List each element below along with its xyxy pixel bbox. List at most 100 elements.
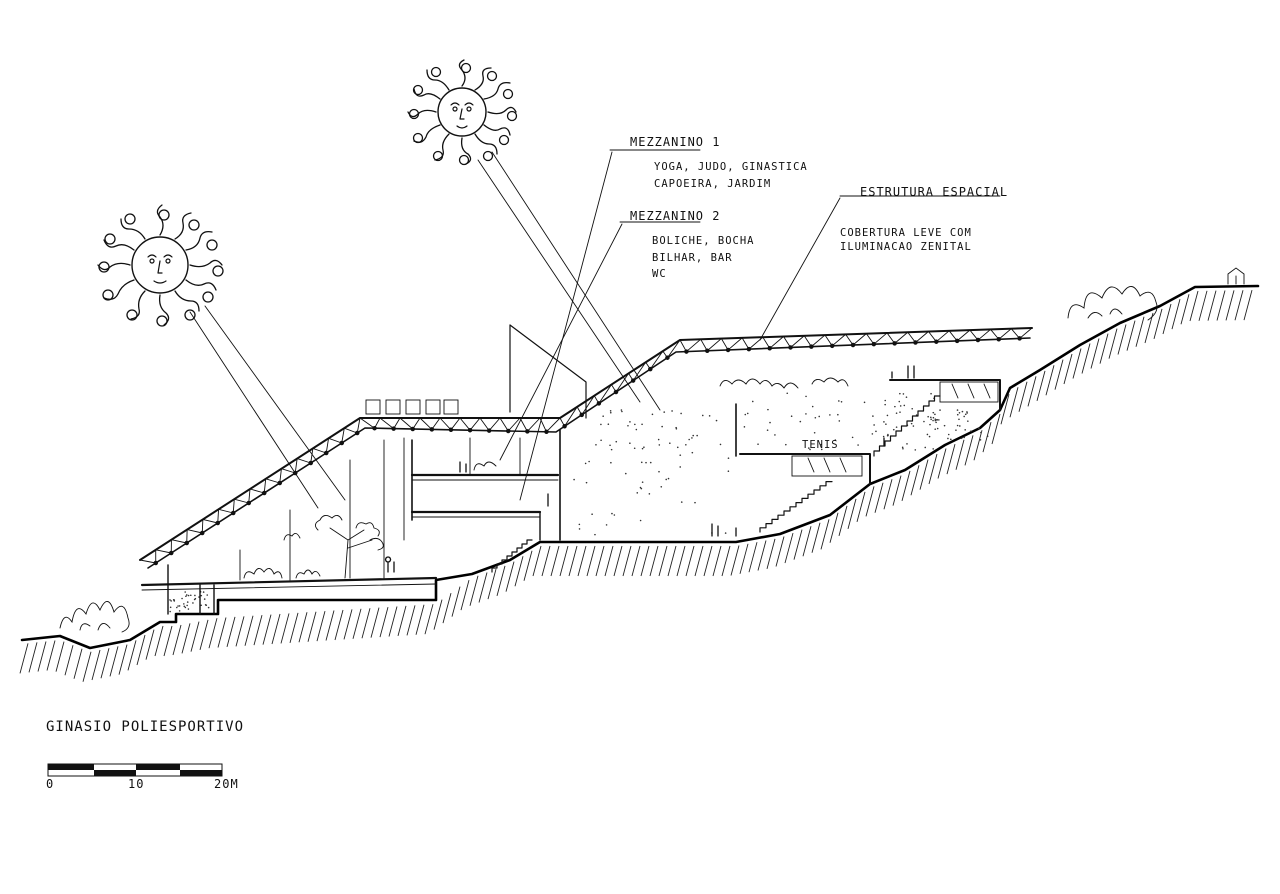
truss-member: [341, 427, 345, 444]
space-frame-roof: [139, 327, 1033, 569]
concrete-speck: [200, 604, 203, 607]
ground-hatch-stroke: [613, 545, 623, 577]
ground-hatch-stroke: [172, 624, 182, 656]
concrete-speck: [610, 448, 613, 451]
ground-hatch-stroke: [73, 648, 83, 679]
truss-member: [852, 333, 867, 346]
concrete-speck: [591, 513, 593, 515]
ground-hatch-stroke: [874, 482, 884, 513]
concrete-speck: [820, 443, 822, 446]
concrete-speck: [851, 436, 854, 439]
ground-hatch-stroke: [1054, 359, 1064, 390]
ground-hatch-stroke: [559, 545, 569, 577]
ground-hatch-stroke: [253, 615, 263, 646]
concrete-speck: [641, 447, 644, 450]
concrete-speck: [958, 425, 961, 427]
ground-hatch-stroke: [595, 545, 605, 577]
concrete-speck: [685, 443, 687, 446]
concrete-speck: [206, 594, 209, 596]
ground-hatch-stroke: [811, 522, 821, 553]
truss-node: [913, 340, 918, 345]
ground-hatch-stroke: [1090, 338, 1100, 369]
concrete-speck: [609, 411, 612, 414]
truss-member: [232, 498, 235, 514]
scale-tick-0: 0: [46, 777, 54, 791]
truss-member: [598, 384, 612, 404]
concrete-speck: [185, 595, 187, 598]
concrete-speck: [692, 434, 695, 437]
truss-node: [850, 342, 856, 348]
sun-icon-left: [97, 204, 224, 327]
truss-member: [488, 417, 501, 432]
concrete-speck: [947, 433, 950, 436]
concrete-speck: [609, 444, 611, 447]
concrete-speck: [701, 414, 704, 417]
concrete-speck: [691, 451, 694, 454]
truss-node: [410, 426, 416, 432]
truss-node: [215, 520, 220, 526]
shrub-right: [1067, 286, 1158, 321]
concrete-speck: [932, 448, 935, 450]
truss-member: [894, 331, 909, 344]
scale-tick-10: 10: [128, 777, 144, 791]
concrete-speck: [624, 472, 627, 475]
concrete-speck: [934, 419, 937, 422]
concrete-speck: [660, 485, 663, 488]
concrete-speck: [902, 393, 905, 395]
concrete-speck: [934, 428, 937, 430]
concrete-speck: [176, 606, 178, 609]
ground-hatch-stroke: [964, 435, 974, 466]
ground-hatch-stroke: [676, 545, 686, 577]
truss-node: [613, 389, 619, 395]
ground-hatch-stroke: [37, 641, 47, 672]
concrete-speck: [950, 438, 952, 441]
truss-node: [467, 427, 473, 433]
house-icon: [1227, 267, 1245, 285]
truss-member: [312, 447, 327, 454]
truss-member: [186, 529, 203, 534]
concrete-speck: [960, 437, 963, 440]
interior-shrubs: [243, 377, 849, 579]
concrete-speck: [715, 419, 718, 422]
ground-hatch-stroke: [1225, 290, 1235, 321]
concrete-speck: [679, 466, 682, 468]
mezzanine-floors: [410, 437, 560, 541]
ground-hatch-stroke: [154, 625, 164, 657]
ground-hatch-stroke: [478, 572, 488, 603]
ground-hatch-stroke: [667, 545, 677, 577]
scale-tick-20: 20M: [214, 777, 239, 791]
concrete-speck: [621, 410, 623, 413]
ground-hatch-stroke: [1126, 320, 1136, 351]
ground-hatch-stroke: [352, 608, 362, 639]
concrete-speck: [886, 414, 889, 417]
concrete-speck: [634, 423, 636, 426]
truss-member: [546, 417, 561, 433]
tree-icon: [283, 515, 384, 579]
concrete-speck: [790, 415, 793, 417]
concrete-speck: [658, 444, 661, 446]
concrete-speck: [895, 412, 898, 414]
concrete-speck: [585, 481, 588, 484]
ground-hatch-stroke: [109, 646, 119, 677]
ground-hatch-stroke: [505, 561, 515, 592]
concrete-speck: [883, 421, 885, 423]
concrete-speck: [661, 425, 663, 428]
concrete-speck: [936, 427, 939, 430]
concrete-speck: [600, 423, 602, 426]
concrete-speck: [938, 419, 940, 421]
concrete-speck: [838, 400, 840, 402]
truss-node: [525, 429, 530, 434]
concrete-speck: [607, 423, 610, 426]
concrete-speck: [956, 413, 959, 416]
truss-member: [294, 458, 298, 474]
concrete-speck: [658, 470, 660, 473]
concrete-speck: [873, 424, 875, 426]
truss-member: [265, 478, 281, 484]
truss-member: [469, 417, 481, 431]
concrete-speck: [648, 493, 651, 495]
ground-hatch-stroke: [487, 569, 497, 600]
ground-hatch-stroke: [1036, 370, 1046, 401]
ground-hatch-stroke: [424, 604, 434, 635]
ground-hatch-stroke: [469, 575, 479, 606]
ground-hatch-stroke: [514, 556, 524, 587]
